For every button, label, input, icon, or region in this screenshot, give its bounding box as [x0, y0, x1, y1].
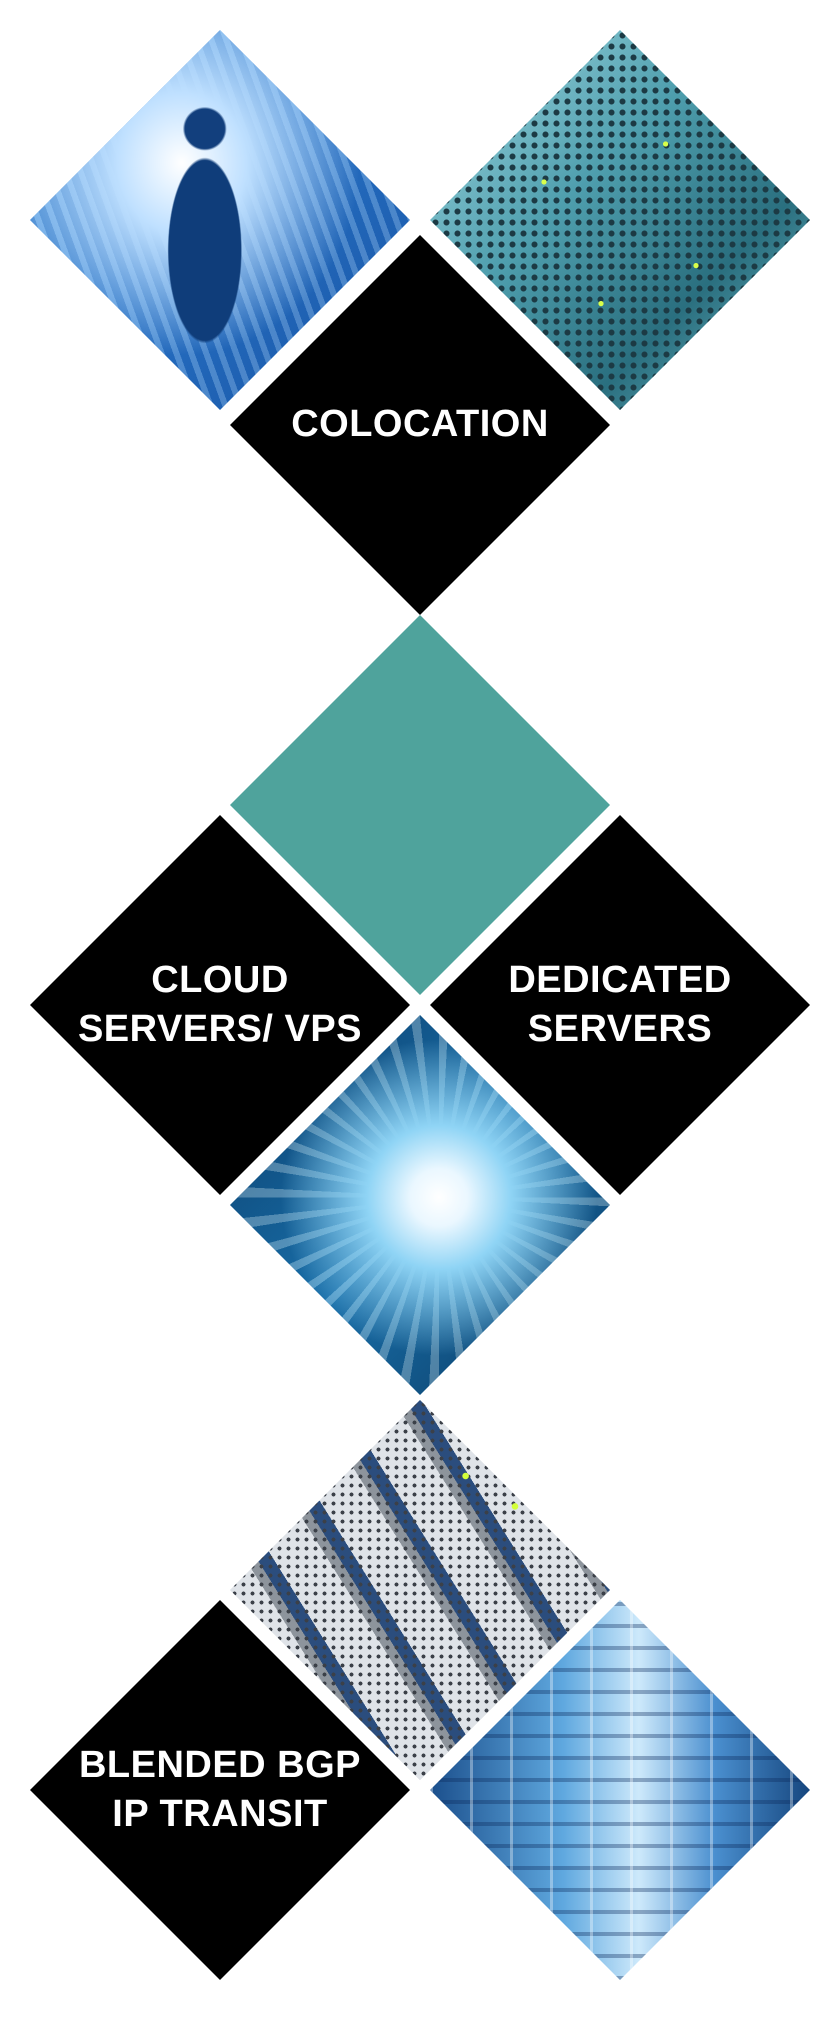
cloud-label-line-2: SERVERS/ VPS [77, 1008, 363, 1050]
dedicated-label-line-1: DEDICATED [508, 958, 732, 1001]
dedicated-label-line-2: SERVERS [527, 1008, 713, 1050]
blended-bgp-label: BLENDED BGP IP TRANSIT [30, 1600, 410, 1980]
cloud-servers-vps-label: CLOUD SERVERS/ VPS [30, 815, 410, 1195]
dedicated-servers-label: DEDICATED SERVERS [430, 815, 810, 1195]
colocation-label: COLOCATION [230, 235, 610, 615]
cloud-label-line-1: CLOUD [151, 958, 289, 1001]
colocation-label-line-1: COLOCATION [291, 403, 549, 446]
bgp-label-line-2: IP TRANSIT [112, 1793, 328, 1835]
bgp-label-line-1: BLENDED BGP [78, 1743, 362, 1786]
